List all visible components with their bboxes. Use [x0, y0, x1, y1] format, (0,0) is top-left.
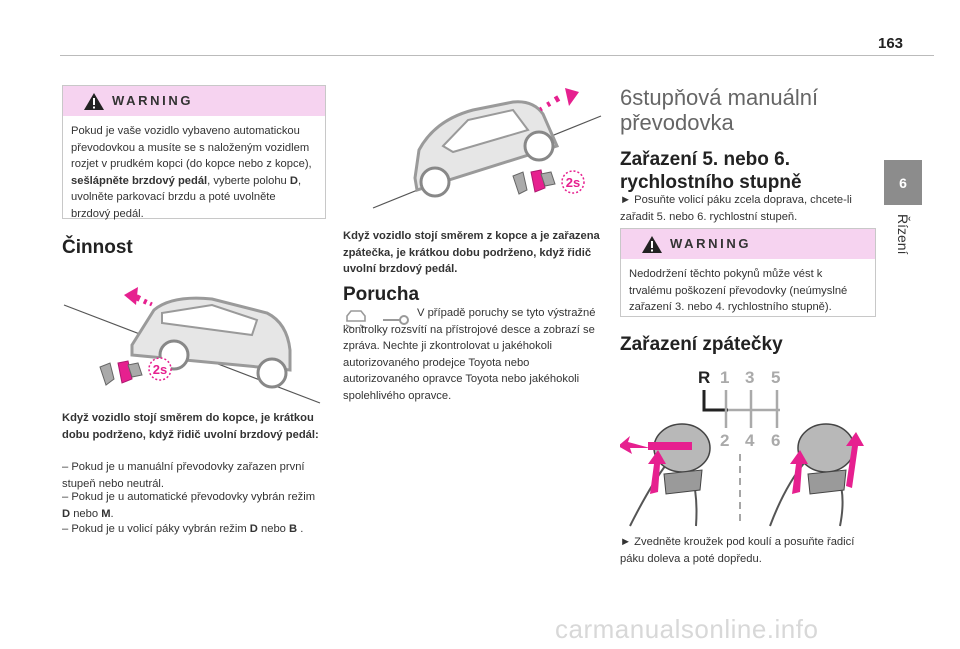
gear-label-2: 2	[720, 431, 729, 450]
section-heading-cinnost: Činnost	[62, 237, 133, 258]
chapter-label: Řízení	[895, 214, 911, 255]
gear-pattern-diagram: R 1 3 5 2 4 6	[698, 368, 780, 526]
motion-arrow-icon	[539, 88, 579, 112]
page-section-title: 6stupňová manuální převodovka	[620, 85, 819, 135]
svg-text:2s: 2s	[566, 175, 580, 190]
warning-icon	[84, 93, 104, 110]
warning-text: Pokud je vaše vozidlo vybaveno automatic…	[71, 125, 312, 220]
warning-box: WARNING Pokud je vaše vozidlo vybaveno a…	[62, 85, 326, 220]
reverse-gear-figure: R 1 3 5 2 4 6	[620, 368, 864, 527]
section-heading-5-6-gear: Zařazení 5. nebo 6. rychlostního stupně	[620, 149, 802, 193]
instruction-text: ► Posuňte volicí páku zcela doprava, chc…	[620, 194, 852, 223]
section-heading-porucha: Porucha	[343, 284, 420, 305]
timer-badge-icon	[148, 357, 172, 381]
warning-title: WARNING	[112, 93, 194, 108]
list-item: – Pokud je u manuální převodovky zařazen…	[62, 461, 305, 490]
malfunction-text: V případě poruchy se tyto výstražné kont…	[343, 307, 596, 402]
list-item: – Pokud je u automatické převodovky vybr…	[62, 491, 316, 520]
chapter-tab[interactable]: 6	[884, 160, 922, 205]
warning-title: WARNING	[670, 236, 752, 251]
wrench-warning-icon	[383, 315, 409, 325]
header-rule	[60, 55, 934, 56]
gear-label-6: 6	[771, 431, 780, 450]
left-arrow-icon	[620, 436, 650, 454]
svg-text:2s: 2s	[153, 362, 167, 377]
gear-label-4: 4	[745, 431, 755, 450]
gear-label-r: R	[698, 368, 710, 387]
gear-knob-right	[769, 423, 864, 527]
gear-label-1: 1	[720, 368, 729, 387]
watermark: carmanualsonline.info	[555, 614, 819, 644]
list-item: – Pokud je u volicí páky vybrán režim D …	[62, 523, 304, 535]
page-number: 163	[878, 35, 904, 52]
gear-label-3: 3	[745, 368, 754, 387]
gear-label-5: 5	[771, 368, 780, 387]
chapter-number: 6	[899, 174, 907, 191]
warning-header: WARNING	[63, 86, 325, 116]
warning-header: WARNING	[621, 229, 875, 259]
lift-arrow-icon	[648, 450, 666, 494]
figure-caption: Když vozidlo stojí směrem do kopce, je k…	[62, 412, 319, 441]
brake-pedal-icon	[99, 360, 143, 386]
warning-text: Nedodržení těchto pokynů může vést k trv…	[629, 268, 848, 313]
lift-arrow-icon	[790, 450, 808, 494]
section-heading-reverse: Zařazení zpátečky	[620, 334, 783, 355]
timer-badge-icon	[561, 170, 585, 194]
car-skid-warning-icon	[345, 310, 367, 329]
warning-box: WARNING Nedodržení těchto pokynů může vé…	[620, 228, 876, 317]
downhill-hill-hold-figure: 2s	[372, 88, 602, 209]
motion-arrow-icon	[124, 287, 153, 307]
warning-icon	[642, 236, 662, 253]
instruction-text: ► Zvedněte kroužek pod koulí a posuňte ř…	[620, 536, 855, 565]
forward-arrow-icon	[846, 432, 864, 488]
brake-pedal-icon	[512, 169, 556, 195]
warning-lights-icons	[345, 310, 409, 329]
gear-knob-left	[620, 423, 711, 527]
uphill-hill-hold-figure: 2s	[63, 287, 321, 404]
figure-caption: Když vozidlo stojí směrem z kopce a je z…	[343, 230, 600, 275]
car-illustration	[413, 100, 560, 192]
